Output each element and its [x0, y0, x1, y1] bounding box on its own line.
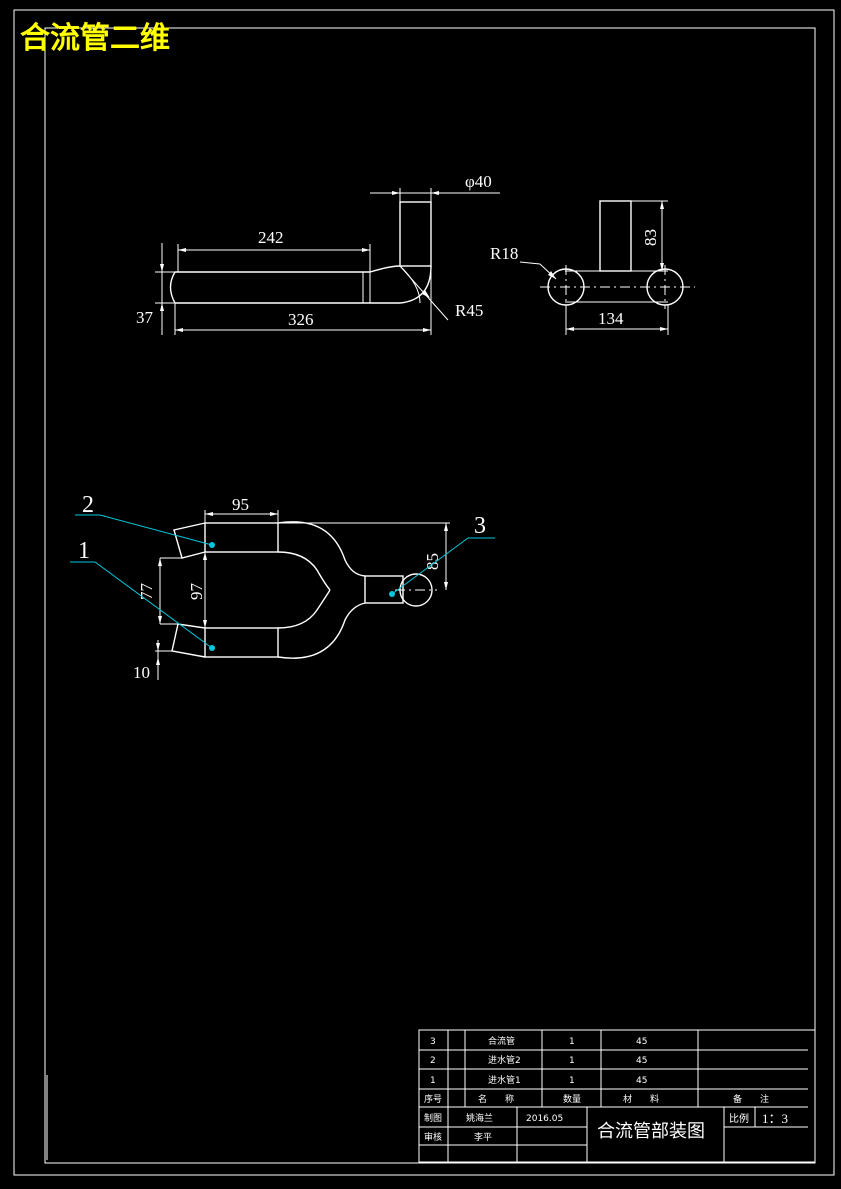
assembly-view: 95 85 97 77 10 2 1 — [70, 492, 495, 682]
sheet-title: 合流管二维 — [20, 21, 170, 56]
row-material: 45 — [636, 1056, 647, 1066]
dim-77: 77 — [137, 583, 156, 601]
row-name: 进水管1 — [488, 1074, 521, 1086]
dim-242: 242 — [258, 228, 284, 247]
balloon-1: 1 — [78, 538, 90, 564]
date: 2016.05 — [526, 1114, 563, 1124]
row-no: 3 — [430, 1037, 436, 1047]
row-material: 45 — [636, 1037, 647, 1047]
table-row: 3 合流管 1 45 — [430, 1035, 647, 1047]
dim-85: 85 — [423, 553, 442, 570]
drawn-by-label: 制图 — [424, 1112, 442, 1124]
checked-by: 李平 — [474, 1131, 492, 1143]
row-qty: 1 — [569, 1076, 575, 1086]
table-row: 1 进水管1 1 45 — [430, 1074, 647, 1086]
outer-border — [13, 9, 835, 1176]
header-no: 序号 — [424, 1093, 442, 1105]
dim-95: 95 — [232, 495, 249, 514]
dim-134: 134 — [598, 309, 624, 328]
header-name: 名 称 — [478, 1093, 514, 1105]
row-qty: 1 — [569, 1037, 575, 1047]
header-note: 备 注 — [733, 1093, 769, 1105]
title-block — [418, 1029, 816, 1163]
inner-border — [44, 27, 816, 1164]
dim-r18: R18 — [490, 244, 518, 263]
row-qty: 1 — [569, 1056, 575, 1066]
drawn-by: 姚海兰 — [466, 1112, 493, 1124]
side-view: R18 83 134 — [490, 200, 695, 335]
dim-97: 97 — [187, 583, 206, 601]
table-header: 序号 名 称 数量 材 料 备 注 — [424, 1093, 769, 1105]
title-block-info: 制图 姚海兰 2016.05 审核 李平 合流管部装图 比例 1：3 — [424, 1111, 788, 1143]
row-name: 合流管 — [488, 1035, 515, 1047]
front-view: φ40 242 37 326 R45 — [136, 172, 500, 335]
row-name: 进水管2 — [488, 1054, 521, 1066]
table-row: 2 进水管2 1 45 — [430, 1054, 647, 1066]
row-material: 45 — [636, 1076, 647, 1086]
header-material: 材 料 — [623, 1093, 659, 1105]
drawing-name: 合流管部装图 — [597, 1121, 705, 1142]
scale-label: 比例 — [729, 1112, 749, 1125]
checked-by-label: 审核 — [424, 1131, 442, 1143]
dim-phi40: φ40 — [465, 172, 492, 191]
dim-83: 83 — [641, 229, 660, 246]
dim-r45: R45 — [455, 301, 483, 320]
dim-10: 10 — [133, 663, 150, 682]
scale-value: 1：3 — [762, 1111, 788, 1126]
balloon-3: 3 — [474, 513, 486, 539]
dim-326: 326 — [288, 310, 314, 329]
row-no: 2 — [430, 1056, 436, 1066]
header-qty: 数量 — [563, 1093, 581, 1105]
dim-37: 37 — [136, 308, 154, 327]
parts-list: 3 合流管 1 45 2 进水管2 1 45 1 进水管1 1 45 序号 名 … — [424, 1035, 769, 1105]
row-no: 1 — [430, 1076, 436, 1086]
balloon-2: 2 — [82, 492, 94, 518]
